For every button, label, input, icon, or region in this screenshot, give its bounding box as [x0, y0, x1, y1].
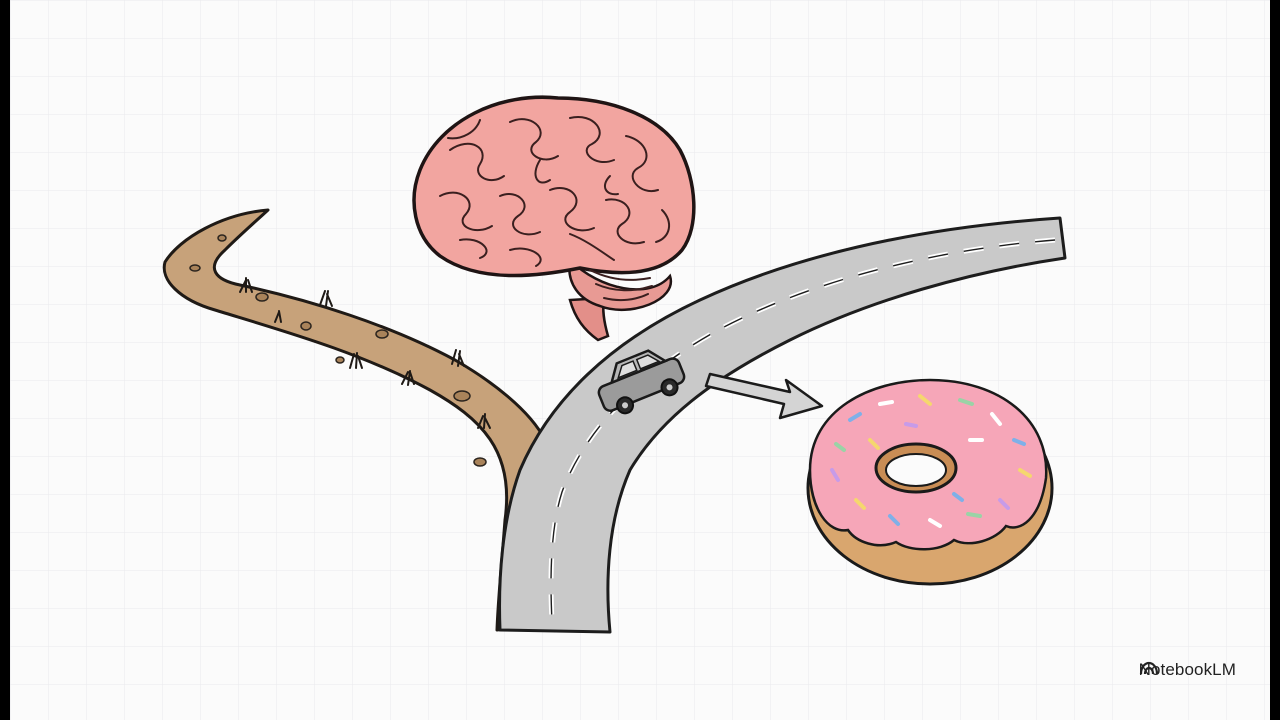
- dirt-path: [162, 208, 547, 632]
- brand-name: NotebookLM: [1138, 660, 1236, 679]
- donut: [806, 378, 1054, 586]
- illustration-canvas: NotebookLM: [10, 0, 1270, 720]
- paved-road: [498, 216, 1067, 634]
- notebooklm-watermark: NotebookLM: [1139, 660, 1236, 680]
- scene-drawing: [10, 0, 1270, 720]
- brain: [412, 95, 696, 342]
- car: [597, 349, 686, 415]
- notebooklm-logo-icon: [1139, 661, 1158, 675]
- arrow-to-donut: [704, 372, 824, 420]
